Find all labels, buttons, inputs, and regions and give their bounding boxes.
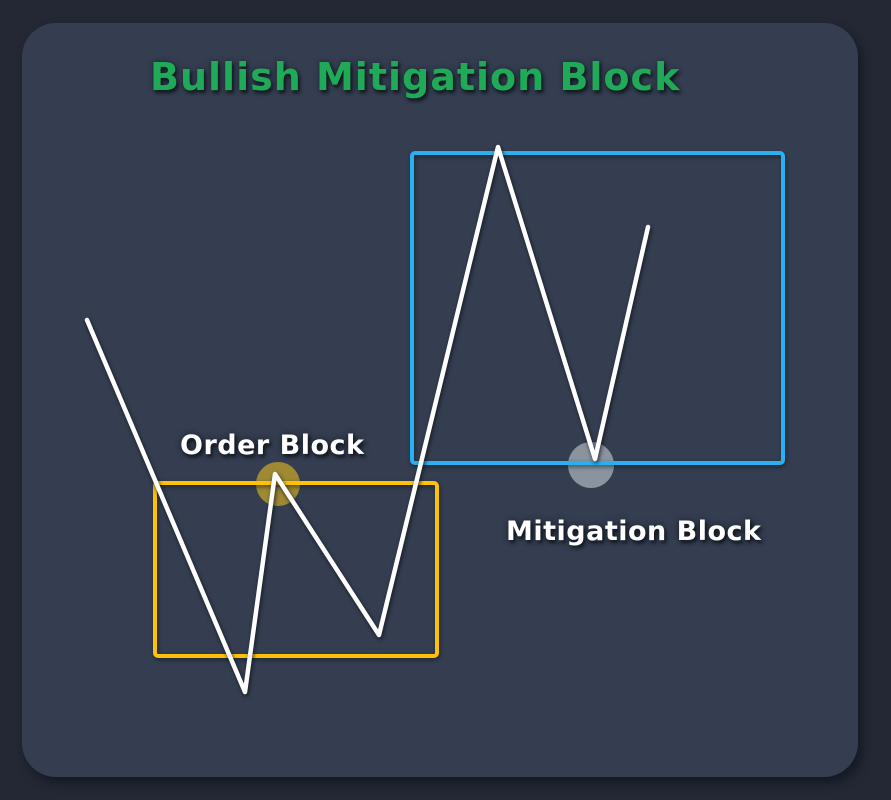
mitigation-block-label: Mitigation Block <box>506 516 762 547</box>
price-line <box>84 144 651 695</box>
mitigation-block-box <box>410 151 785 465</box>
diagram-title: Bullish Mitigation Block <box>150 55 681 99</box>
diagram-panel <box>22 23 858 777</box>
order-block-label: Order Block <box>180 430 365 461</box>
order-block-box <box>153 481 439 658</box>
